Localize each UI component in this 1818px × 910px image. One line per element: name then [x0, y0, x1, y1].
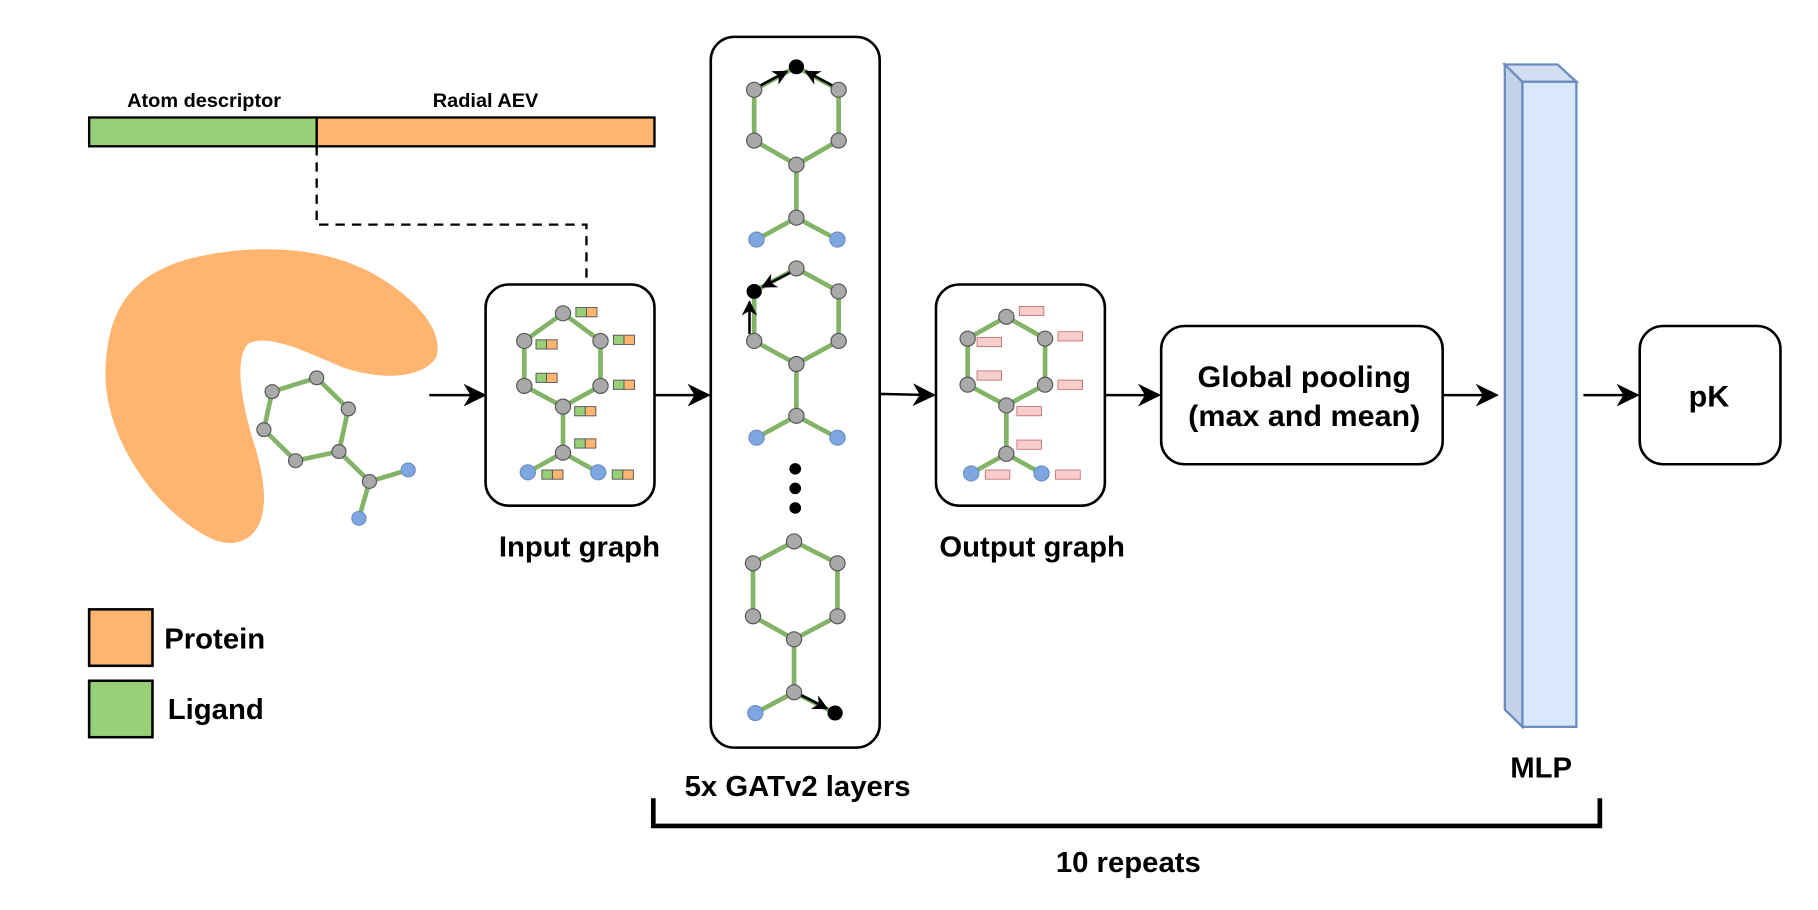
gat-ellipsis [789, 463, 802, 514]
gat-layer-graph-2 [741, 260, 847, 446]
radial-aev-cell [546, 372, 558, 383]
output-feature-vector [1016, 406, 1042, 417]
atom-descriptor-label: Atom descriptor [127, 90, 281, 112]
radial-aev-segment [315, 116, 656, 148]
ligand-molecule [256, 370, 416, 526]
pooling-label-line2: (max and mean) [1188, 400, 1420, 433]
input-feature-vector [574, 438, 597, 449]
legend-label-protein: Protein [164, 624, 265, 656]
radial-aev-cell [551, 469, 564, 480]
mlp-front-face [1521, 80, 1578, 728]
input-feature-vector [535, 372, 558, 383]
atom-descriptor-cell [575, 307, 587, 318]
feature-vector: Atom descriptor Radial AEV [87, 90, 656, 148]
legend-item-protein: Protein [87, 608, 265, 668]
arrow-gat-to-output [879, 383, 936, 407]
output-feature-vector [1057, 379, 1083, 390]
output-feature-vector [976, 337, 1003, 348]
radial-aev-cell [622, 469, 634, 480]
input-graph-node: Input graph [484, 283, 660, 564]
gat-layers-node: 5x GATv2 layers [685, 35, 911, 803]
pk-label: pK [1689, 381, 1730, 414]
legend-label-ligand: Ligand [168, 694, 264, 726]
output-feature-vector [1018, 306, 1045, 316]
gat-layers-label: 5x GATv2 layers [685, 771, 911, 803]
gat-layer-graph-1 [745, 59, 847, 248]
input-node-features [535, 307, 636, 480]
input-graph-label: Input graph [499, 532, 660, 564]
radial-aev-cell [584, 406, 597, 417]
output-feature-vector [976, 370, 1003, 381]
output-graph-molecule [959, 306, 1083, 482]
legend-item-ligand: Ligand [87, 679, 264, 739]
atom-descriptor-cell [612, 334, 625, 345]
protein-shape [105, 249, 438, 544]
output-graph-node: Output graph [934, 283, 1125, 564]
radial-aev-cell [584, 438, 597, 449]
pooling-label-line1: Global pooling [1198, 361, 1411, 394]
input-feature-vector [611, 469, 634, 480]
atom-descriptor-cell [535, 372, 548, 383]
repeat-label: 10 repeats [1056, 847, 1201, 879]
pk-output-node: pK [1638, 324, 1782, 466]
global-pooling-node: Global pooling (max and mean) [1159, 324, 1444, 466]
legend-swatch-protein [87, 608, 154, 668]
output-graph-label: Output graph [939, 532, 1125, 564]
atom-descriptor-cell [535, 339, 548, 350]
output-feature-vector [1055, 469, 1081, 480]
output-node-features [976, 306, 1083, 480]
atom-descriptor-cell [541, 469, 553, 480]
radial-aev-cell [585, 307, 598, 318]
repeat-bracket: 10 repeats [650, 798, 1603, 879]
atom-descriptor-cell [574, 406, 586, 417]
radial-aev-cell [623, 379, 636, 390]
input-feature-vector [575, 307, 598, 318]
input-feature-vector [612, 334, 636, 345]
input-feature-vector [541, 469, 564, 480]
output-feature-vector [984, 469, 1011, 480]
feature-dashed-connector [315, 146, 598, 304]
radial-aev-label: Radial AEV [433, 90, 539, 112]
input-feature-vector [535, 339, 558, 350]
atom-descriptor-cell [611, 469, 624, 480]
atom-descriptor-cell [612, 379, 625, 390]
mlp-side-face [1503, 61, 1524, 730]
mlp-label: MLP [1510, 753, 1572, 785]
radial-aev-cell [546, 339, 558, 350]
legend: Protein Ligand [87, 608, 265, 739]
atom-descriptor-segment [87, 116, 318, 148]
output-feature-vector [1016, 439, 1042, 450]
radial-aev-cell [623, 334, 636, 345]
input-graph-molecule [516, 305, 636, 481]
atom-descriptor-cell [574, 438, 586, 449]
gat-layer-graph-3 [744, 533, 846, 722]
input-feature-vector [612, 379, 636, 390]
repeat-bracket-line [650, 798, 1603, 829]
mlp-node: MLP [1502, 61, 1580, 785]
protein-ligand-complex [105, 249, 438, 544]
output-feature-vector [1057, 331, 1083, 342]
legend-swatch-ligand [87, 679, 154, 739]
input-feature-vector [574, 406, 597, 417]
